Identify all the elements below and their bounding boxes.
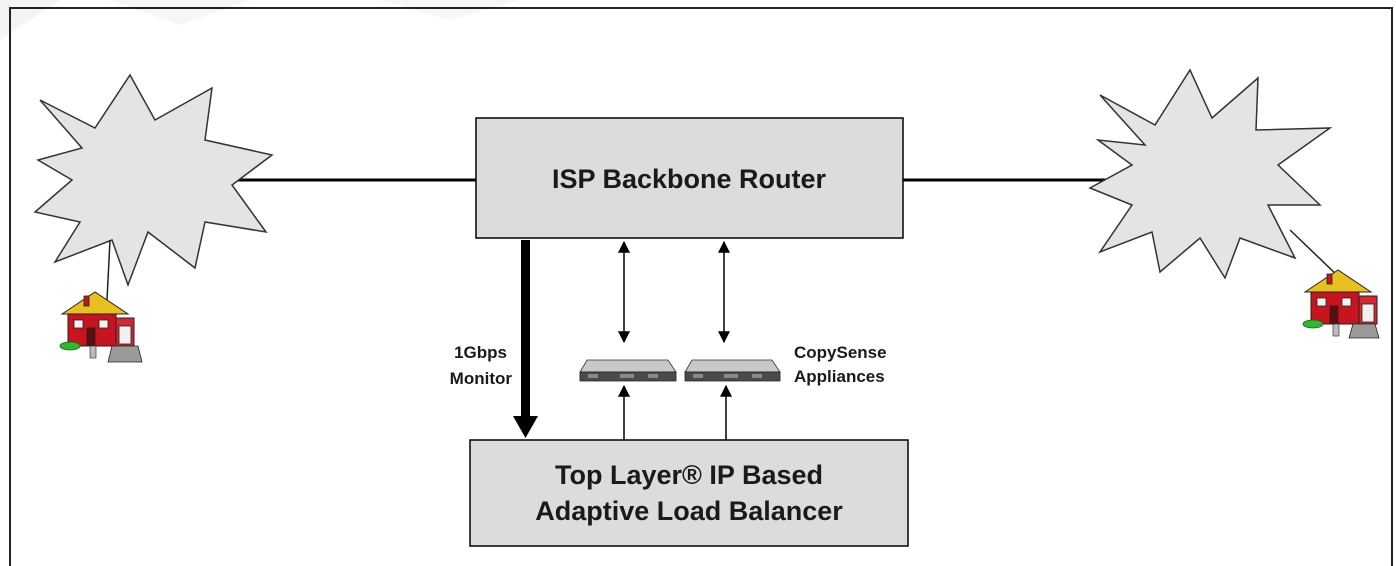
left-house-wire [106,239,111,301]
load-balancer-box [469,439,909,547]
left-internet-cloud-icon [33,73,274,288]
left-home-user-icon [59,291,143,363]
balancer-label-line2: Adaptive Load Balancer [535,496,843,526]
copysense-appliance-1-icon [579,359,677,382]
balancer-label-line1: Top Layer® IP Based [555,460,823,490]
right-house-wire [1289,229,1341,279]
appliances-label-line2: Appliances [794,367,885,386]
appliances-label-line1: CopySense [794,343,887,362]
router-label: ISP Backbone Router [552,164,827,194]
right-home-user-icon [1302,269,1380,339]
right-internet-cloud-icon [1088,68,1333,280]
monitor-label-line1: 1Gbps [454,343,507,362]
copysense-appliance-2-icon [684,359,781,382]
isp-backbone-router-box [475,117,904,239]
monitor-label-line2: Monitor [450,369,513,388]
monitor-thick-arrow [513,240,538,438]
diagram-frame [9,7,1393,566]
